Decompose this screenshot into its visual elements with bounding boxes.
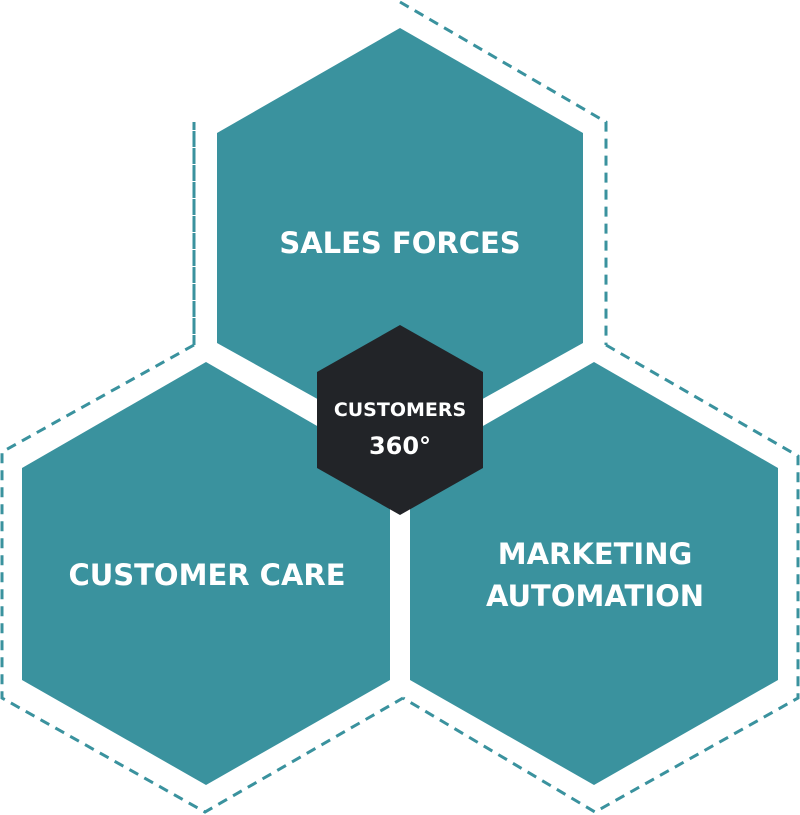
marketing-automation-label-line2: AUTOMATION bbox=[486, 579, 704, 613]
marketing-automation-label-line1: MARKETING bbox=[498, 537, 693, 571]
top-hex-dashed-outline bbox=[192, 0, 608, 345]
customers-360-label: 360° bbox=[369, 432, 431, 460]
marketing-automation-hexagon bbox=[410, 362, 778, 785]
sales-forces-hexagon bbox=[217, 28, 583, 445]
sales-forces-label: SALES FORCES bbox=[279, 226, 520, 260]
customer-care-hexagon bbox=[22, 362, 390, 785]
customer-care-label: CUSTOMER CARE bbox=[68, 558, 345, 592]
customers-360-hexagon bbox=[317, 325, 483, 515]
left-hex-dashed-outline bbox=[0, 343, 404, 814]
customers-label: CUSTOMERS bbox=[334, 399, 466, 421]
right-hex-dashed-outline bbox=[402, 343, 800, 814]
